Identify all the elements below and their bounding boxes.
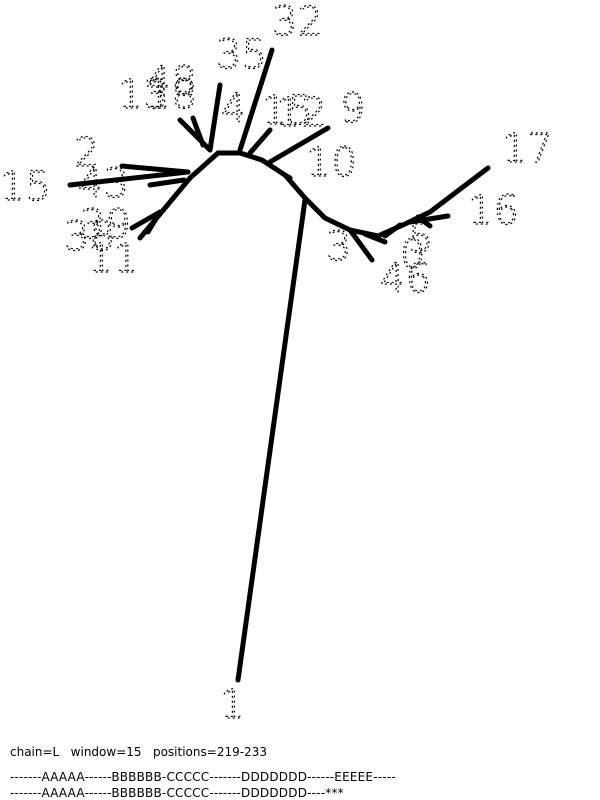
leaf-label-18: 18 [146, 72, 197, 118]
branch-1 [235, 197, 308, 683]
leaf-label-10: 10 [306, 140, 357, 186]
window-caption: chain=L window=15 positions=219-233 [10, 745, 267, 759]
branch-39 [129, 209, 163, 231]
leaf-label-39: 39 [80, 202, 131, 248]
leaf-label-48: 48 [146, 59, 197, 105]
leaf-label-13: 13 [118, 72, 169, 118]
phylogenetic-tree: 32 35 48 18 13 4 12 15 9 17 2 10 15 43 1… [0, 0, 554, 729]
leaf-label-2: 2 [74, 130, 99, 176]
branch-10 [282, 172, 293, 181]
leaf-label-15-top: 15 [262, 88, 313, 134]
leaf-label-9: 9 [340, 86, 365, 132]
branch-38 [145, 209, 163, 235]
branch-5 [415, 214, 433, 229]
branch-32 [237, 47, 275, 153]
leaf-label-5: 5 [408, 216, 433, 262]
branch-3 [347, 227, 375, 263]
branch-48 [190, 115, 206, 148]
leaf-label-43: 43 [78, 161, 129, 207]
sequence-line-1: -------AAAAA------BBBBBB-CCCCC-------DDD… [10, 770, 396, 784]
leaf-label-35: 35 [216, 32, 267, 78]
leaf-label-11: 11 [88, 236, 139, 282]
branch-16 [407, 213, 451, 225]
leaf-label-0: 0 [400, 232, 425, 278]
branch-4 [207, 82, 223, 153]
branch-43 [147, 177, 187, 188]
branch-9 [267, 125, 331, 165]
leaf-label-46: 46 [380, 256, 431, 302]
branch-46 [362, 231, 388, 245]
branch-15left [67, 169, 191, 188]
leaf-label-1: 1 [220, 682, 245, 728]
leaf-label-16: 16 [468, 188, 519, 234]
branch-0 [382, 222, 403, 239]
leaf-label-3: 3 [326, 224, 351, 270]
leaf-label-32: 32 [272, 0, 323, 45]
sequence-line-2: -------AAAAA------BBBBBB-CCCCC-------DDD… [10, 786, 344, 800]
leaf-label-38: 38 [64, 214, 115, 260]
leaf-label-12: 12 [276, 90, 327, 136]
leaf-label-17: 17 [502, 126, 553, 172]
branch-15top [247, 127, 273, 156]
leaf-label-15-left: 15 [0, 164, 51, 210]
leaf-label-4: 4 [221, 86, 246, 132]
